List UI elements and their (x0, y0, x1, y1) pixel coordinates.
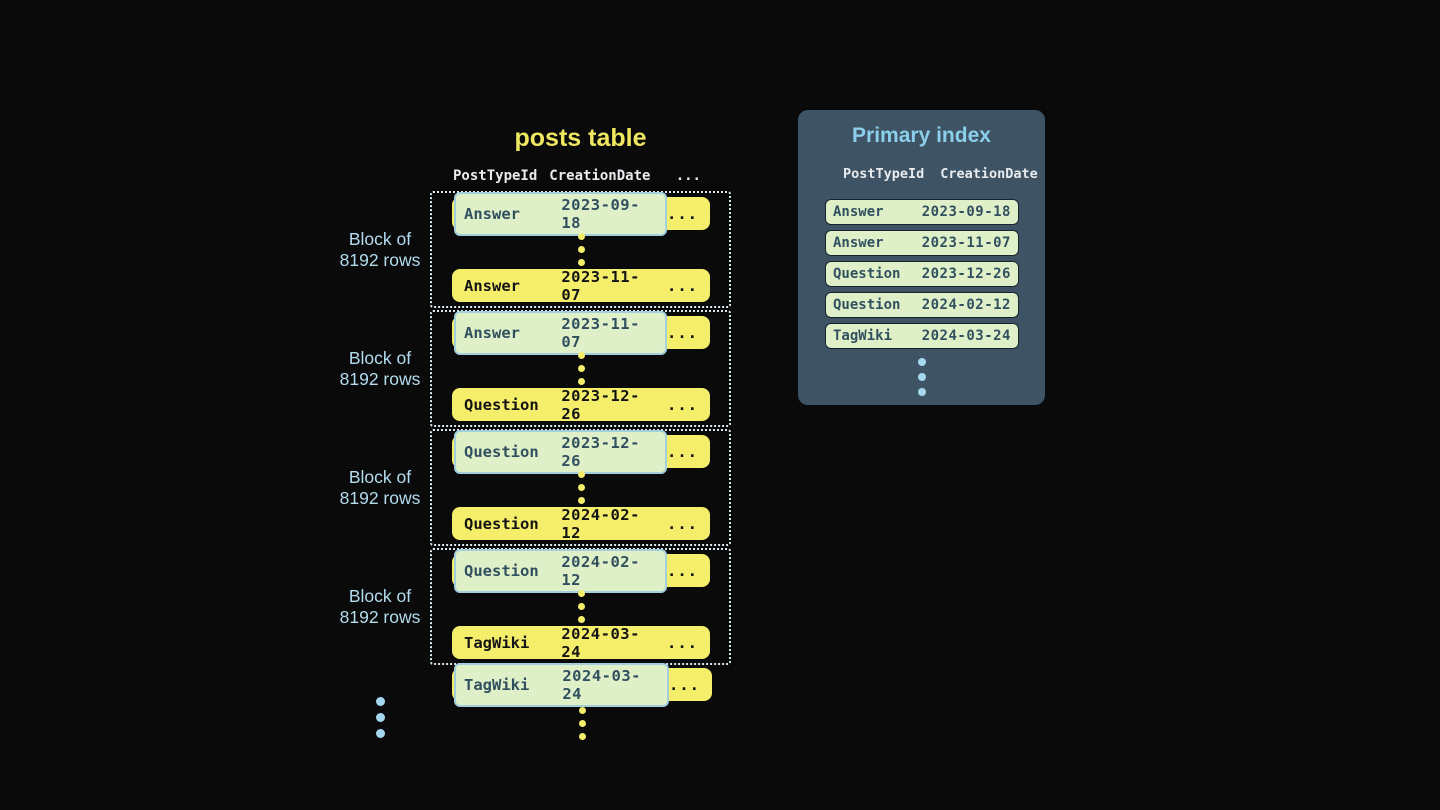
posts-table-tail: TagWiki 2024-03-24 ... (430, 662, 731, 743)
index-key-highlight: Question 2023-12-26 (454, 429, 667, 474)
entry-creationdate: 2024-02-12 (921, 297, 1011, 313)
index-entry: TagWiki 2024-03-24 (825, 323, 1019, 349)
row-ellipsis: ... (667, 204, 698, 223)
index-entry: Answer 2023-09-18 (825, 199, 1019, 225)
posts-block-2: Answer 2023-11-07 ... Question 2023-12-2… (430, 310, 731, 427)
row-ellipsis: ... (667, 395, 698, 414)
posts-block-4: Question 2024-02-12 ... TagWiki 2024-03-… (430, 548, 731, 665)
table-row: Question 2024-02-12 ... (452, 506, 710, 542)
entry-posttypeid: TagWiki (833, 328, 893, 344)
table-row: Question 2023-12-26 ... (452, 429, 710, 474)
vertical-ellipsis-icon (452, 352, 710, 385)
block-label: Block of 8192 rows (330, 429, 430, 546)
index-entry: Answer 2023-11-07 (825, 230, 1019, 256)
row-posttypeid: Question (464, 442, 539, 461)
index-key-highlight: Answer 2023-11-07 (454, 310, 667, 355)
row-posttypeid: TagWiki (464, 633, 530, 652)
column-header-creationdate: CreationDate (940, 166, 1038, 182)
row-creationdate: 2024-03-24 (561, 624, 640, 661)
table-row: TagWiki 2024-03-24 ... (452, 662, 712, 707)
index-entry: Question 2023-12-26 (825, 261, 1019, 287)
entry-posttypeid: Question (833, 266, 901, 282)
row-values: Question 2023-12-26 (454, 383, 667, 427)
row-ellipsis: ... (667, 323, 698, 342)
row-creationdate: 2023-11-07 (561, 267, 640, 304)
entry-creationdate: 2023-11-07 (921, 235, 1011, 251)
primary-index-title: Primary index (852, 124, 991, 147)
block-label-line2: 8192 rows (339, 487, 421, 508)
posts-table: posts table PostTypeId CreationDate ... … (330, 124, 736, 743)
row-creationdate: 2023-12-26 (561, 433, 640, 470)
table-row: TagWiki 2024-03-24 ... (452, 625, 710, 661)
row-posttypeid: Answer (464, 204, 520, 223)
entry-creationdate: 2023-12-26 (921, 266, 1011, 282)
posts-table-title: posts table (514, 124, 647, 152)
primary-index-panel: Primary index PostTypeId CreationDate An… (798, 110, 1045, 405)
row-values: TagWiki 2024-03-24 (454, 621, 667, 665)
index-key-highlight: Question 2024-02-12 (454, 548, 667, 593)
row-ellipsis: ... (667, 442, 698, 461)
column-header-posttypeid: PostTypeId (453, 168, 538, 184)
block-label-line1: Block of (348, 585, 412, 606)
column-header-posttypeid: PostTypeId (843, 166, 925, 182)
block-label: Block of 8192 rows (330, 191, 430, 308)
primary-index-rows: Answer 2023-09-18 Answer 2023-11-07 Ques… (825, 199, 1019, 349)
block-label: Block of 8192 rows (330, 548, 430, 665)
vertical-ellipsis-icon (452, 233, 710, 266)
row-posttypeid: Question (464, 514, 539, 533)
row-ellipsis: ... (667, 514, 698, 533)
entry-posttypeid: Answer (833, 204, 884, 220)
column-header-creationdate: CreationDate (549, 168, 651, 184)
row-posttypeid: Answer (464, 276, 520, 295)
block-label-line2: 8192 rows (339, 368, 421, 389)
table-row: Answer 2023-11-07 ... (452, 268, 710, 304)
row-values: Question 2024-02-12 (454, 502, 667, 546)
row-creationdate: 2023-11-07 (561, 314, 640, 351)
block-label-line1: Block of (348, 228, 412, 249)
table-row: Answer 2023-11-07 ... (452, 310, 710, 355)
row-values: Answer 2023-11-07 (454, 264, 667, 308)
column-header-ellipsis: ... (675, 168, 701, 184)
row-posttypeid: TagWiki (464, 675, 530, 694)
block-label: Block of 8192 rows (330, 310, 430, 427)
block-label-line1: Block of (348, 347, 412, 368)
posts-block-3: Question 2023-12-26 ... Question 2024-02… (430, 429, 731, 546)
entry-creationdate: 2023-09-18 (921, 204, 1011, 220)
row-ellipsis: ... (667, 561, 698, 580)
vertical-ellipsis-icon (798, 358, 1045, 396)
row-ellipsis: ... (669, 675, 700, 694)
posts-block-1: Answer 2023-09-18 ... Answer 2023-11-07 … (430, 191, 731, 308)
more-blocks-indicator (330, 667, 430, 743)
row-creationdate: 2024-03-24 (562, 666, 641, 703)
entry-creationdate: 2024-03-24 (921, 328, 1011, 344)
block-label-line1: Block of (348, 466, 412, 487)
row-creationdate: 2023-12-26 (561, 386, 640, 423)
row-ellipsis: ... (667, 633, 698, 652)
vertical-ellipsis-icon (452, 471, 710, 504)
row-creationdate: 2023-09-18 (561, 195, 640, 232)
row-creationdate: 2024-02-12 (561, 552, 640, 589)
index-entry: Question 2024-02-12 (825, 292, 1019, 318)
row-ellipsis: ... (667, 276, 698, 295)
posts-table-column-headers: PostTypeId CreationDate ... (430, 168, 731, 184)
row-posttypeid: Answer (464, 323, 520, 342)
posts-table-body: Block of 8192 rows Answer 2023-09-18 ...… (330, 191, 736, 743)
vertical-ellipsis-icon (452, 590, 710, 623)
entry-posttypeid: Answer (833, 235, 884, 251)
index-key-highlight: TagWiki 2024-03-24 (454, 662, 669, 707)
row-posttypeid: Question (464, 395, 539, 414)
index-key-highlight: Answer 2023-09-18 (454, 191, 667, 236)
row-creationdate: 2024-02-12 (561, 505, 640, 542)
table-row: Question 2023-12-26 ... (452, 387, 710, 423)
primary-index-column-headers: PostTypeId CreationDate (798, 166, 1045, 182)
vertical-ellipsis-icon (375, 697, 385, 738)
block-label-line2: 8192 rows (339, 606, 421, 627)
table-row: Question 2024-02-12 ... (452, 548, 710, 593)
row-posttypeid: Question (464, 561, 539, 580)
table-row: Answer 2023-09-18 ... (452, 191, 710, 236)
vertical-ellipsis-icon (452, 707, 712, 740)
block-label-line2: 8192 rows (339, 249, 421, 270)
entry-posttypeid: Question (833, 297, 901, 313)
